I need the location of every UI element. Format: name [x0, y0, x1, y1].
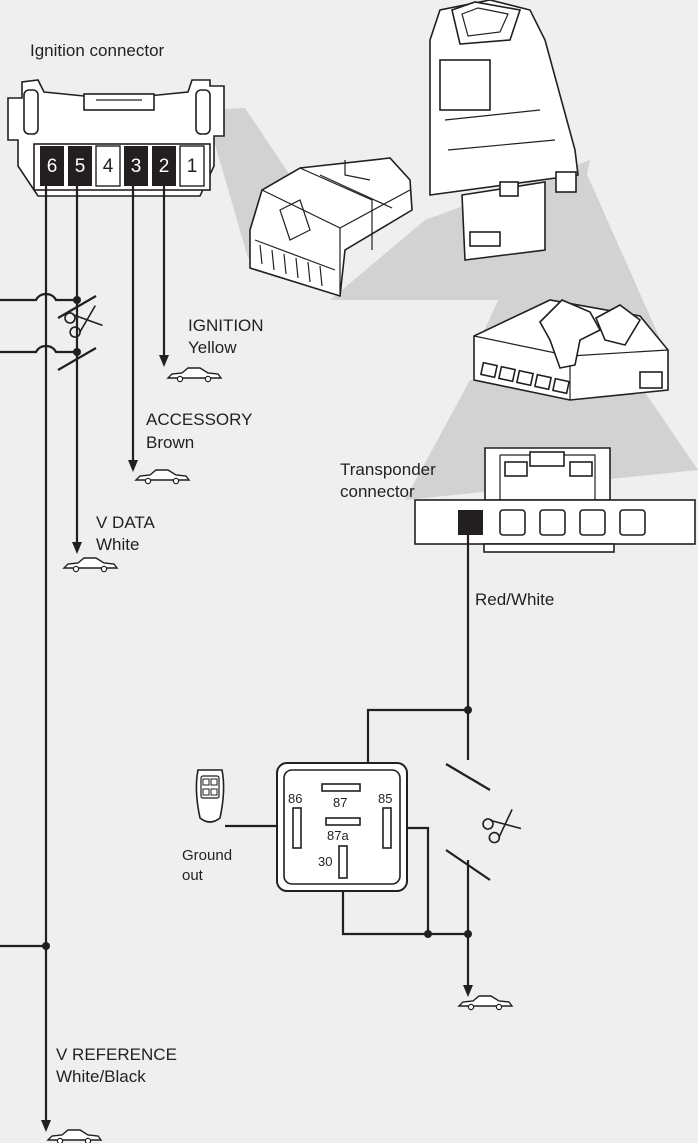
- transponder-connector: [414, 447, 696, 553]
- accessory-wire-name: ACCESSORY: [146, 410, 252, 429]
- pin-4-slot: [95, 145, 121, 187]
- pin-2-label: 2: [159, 156, 170, 177]
- relay-pin-30: 30: [318, 854, 332, 869]
- car-ground-icon: [47, 1129, 102, 1143]
- scissors-icon: [480, 806, 523, 846]
- pin-6-slot: [40, 146, 64, 186]
- pin-2-slot: [152, 146, 176, 186]
- vdata-wire-color: White: [96, 535, 139, 554]
- pin-6-label: 6: [47, 156, 58, 177]
- transponder-wire-color: Red/White: [475, 590, 554, 609]
- ignition-pins: 6 5 4 3 2 1: [40, 145, 205, 187]
- relay-pin-87a: 87a: [327, 828, 349, 843]
- relay: [276, 762, 408, 892]
- transponder-plug-illustration: [473, 299, 669, 401]
- remote-fob-icon: [195, 769, 225, 823]
- ignition-switch-illustration: [429, 0, 579, 261]
- car-ground-icon: [167, 367, 222, 383]
- vdata-wire-name: V DATA: [96, 513, 156, 532]
- ground-out-line2: out: [182, 867, 204, 884]
- pin-3-label: 3: [131, 156, 142, 177]
- transponder-title-2: connector: [340, 482, 415, 501]
- pin-4-label: 4: [103, 156, 114, 177]
- ignition-wire-color: Yellow: [188, 338, 237, 357]
- ignition-connector-title: Ignition connector: [30, 41, 165, 60]
- pin-3-slot: [124, 146, 148, 186]
- car-ground-icon: [135, 469, 190, 485]
- ignition-wire-name: IGNITION: [188, 316, 264, 335]
- pin-1-label: 1: [187, 156, 198, 177]
- transponder-title-1: Transponder: [340, 460, 436, 479]
- accessory-wire-color: Brown: [146, 433, 194, 452]
- ignition-wires: [0, 186, 169, 1132]
- relay-pin-87: 87: [333, 795, 347, 810]
- relay-pin-85: 85: [378, 791, 392, 806]
- harness-plug-illustration: [249, 157, 413, 298]
- scissors-icon: [62, 302, 104, 340]
- pin-5-slot: [68, 146, 92, 186]
- pin-5-label: 5: [75, 156, 86, 177]
- car-ground-icon: [63, 557, 118, 573]
- vref-wire-color: White/Black: [56, 1067, 146, 1086]
- transponder-pin-active: [458, 510, 483, 535]
- ground-out-line1: Ground: [182, 847, 232, 864]
- pin-1-slot: [179, 145, 205, 187]
- vref-wire-name: V REFERENCE: [56, 1045, 177, 1064]
- car-ground-icon: [458, 995, 513, 1011]
- relay-pin-86: 86: [288, 791, 302, 806]
